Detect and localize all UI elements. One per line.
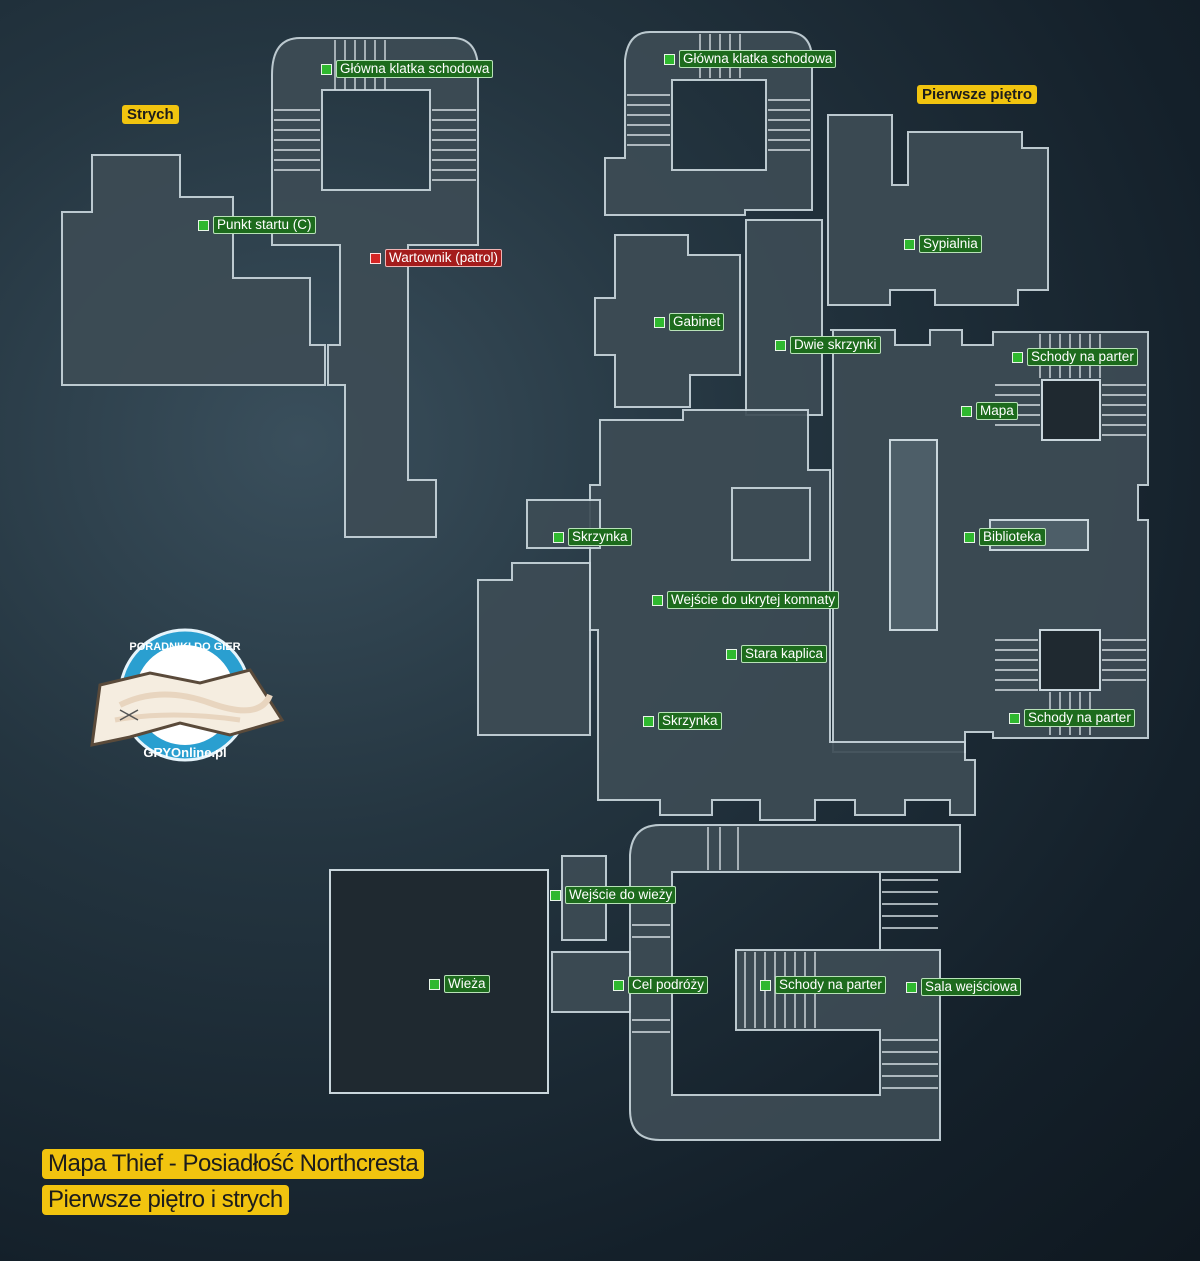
marker-dot	[652, 594, 663, 606]
marker-label: Główna klatka schodowa	[336, 60, 494, 78]
marker-start-point[interactable]: Punkt startu (C)	[198, 216, 316, 234]
east-stairs	[995, 334, 1146, 735]
marker-dot	[429, 978, 440, 990]
marker-destination[interactable]: Cel podróży	[613, 976, 709, 994]
chapel-inner	[731, 487, 811, 561]
marker-bedroom[interactable]: Sypialnia	[904, 235, 982, 253]
marker-hidden-room-entrance[interactable]: Wejście do ukrytej komnaty	[652, 591, 840, 609]
marker-label: Stara kaplica	[741, 645, 828, 663]
marker-entrance-hall[interactable]: Sala wejściowa	[906, 978, 1022, 996]
library-shelf	[889, 439, 938, 631]
marker-label: Gabinet	[669, 313, 725, 331]
marker-label: Sypialnia	[919, 235, 982, 253]
tower-passage	[551, 951, 631, 1013]
floor-label-attic: Strych	[122, 105, 179, 124]
marker-label: Sala wejściowa	[921, 978, 1022, 996]
marker-label: Schody na parter	[1027, 348, 1138, 366]
marker-dot	[906, 981, 917, 993]
marker-dot	[321, 63, 332, 75]
marker-dot	[760, 979, 771, 991]
marker-dot	[1009, 712, 1020, 724]
marker-label: Skrzynka	[658, 712, 722, 730]
marker-dot	[961, 405, 972, 417]
study	[594, 234, 741, 408]
logo-top-text: PORADNIKI DO GIER	[129, 641, 240, 653]
marker-dot	[643, 715, 654, 727]
bedroom	[827, 114, 1049, 306]
west-annex	[477, 562, 591, 736]
marker-dot	[726, 648, 737, 660]
marker-label: Dwie skrzynki	[790, 336, 881, 354]
marker-old-chapel[interactable]: Stara kaplica	[726, 645, 828, 663]
first-stair-loop	[604, 31, 813, 216]
marker-study[interactable]: Gabinet	[654, 313, 725, 331]
entrance-stairs	[632, 827, 938, 1089]
marker-map[interactable]: Mapa	[961, 402, 1018, 420]
central-corridor	[745, 219, 823, 416]
marker-label: Wejście do ukrytej komnaty	[667, 591, 840, 609]
marker-two-chests[interactable]: Dwie skrzynki	[775, 336, 881, 354]
marker-main-staircase-attic[interactable]: Główna klatka schodowa	[321, 60, 494, 78]
marker-chest-1[interactable]: Skrzynka	[553, 528, 632, 546]
marker-stairs-ground-1[interactable]: Schody na parter	[1012, 348, 1138, 366]
marker-dot	[1012, 351, 1023, 363]
marker-dot	[664, 53, 675, 65]
marker-label: Mapa	[976, 402, 1018, 420]
marker-dot	[550, 889, 561, 901]
marker-tower-entrance[interactable]: Wejście do wieży	[550, 886, 677, 904]
marker-chest-2[interactable]: Skrzynka	[643, 712, 722, 730]
marker-dot	[613, 979, 624, 991]
marker-main-staircase-first[interactable]: Główna klatka schodowa	[664, 50, 837, 68]
marker-label: Wieża	[444, 975, 490, 993]
marker-label: Główna klatka schodowa	[679, 50, 837, 68]
marker-dot	[198, 219, 209, 231]
marker-dot	[964, 531, 975, 543]
caption-title: Mapa Thief - Posiadłość Northcresta	[42, 1149, 425, 1179]
marker-label: Schody na parter	[1024, 709, 1135, 727]
marker-dot	[654, 316, 665, 328]
marker-label: Cel podróży	[628, 976, 709, 994]
attic-west-room	[61, 154, 326, 386]
marker-label: Biblioteka	[979, 528, 1046, 546]
logo-bottom-text: GRYOnline.pl	[143, 745, 226, 760]
marker-guard-patrol[interactable]: Wartownik (patrol)	[370, 249, 503, 267]
marker-stairs-ground-2[interactable]: Schody na parter	[1009, 709, 1135, 727]
marker-label: Wejście do wieży	[565, 886, 677, 904]
east-stair-well-top	[1041, 379, 1101, 441]
gryonline-logo: PORADNIKI DO GIER GRYOnline.pl	[90, 628, 285, 762]
attic-stair-loop	[271, 37, 479, 538]
marker-label: Wartownik (patrol)	[385, 249, 503, 267]
marker-dot	[553, 531, 564, 543]
floor-label-first: Pierwsze piętro	[917, 85, 1038, 104]
marker-label: Schody na parter	[775, 976, 886, 994]
marker-label: Punkt startu (C)	[213, 216, 316, 234]
marker-label: Skrzynka	[568, 528, 632, 546]
caption-subtitle: Pierwsze piętro i strych	[42, 1185, 289, 1215]
marker-library[interactable]: Biblioteka	[964, 528, 1046, 546]
marker-dot	[775, 339, 786, 351]
marker-dot	[370, 252, 381, 264]
marker-dot	[904, 238, 915, 250]
marker-tower[interactable]: Wieża	[429, 975, 490, 993]
marker-stairs-ground-3[interactable]: Schody na parter	[760, 976, 886, 994]
east-stair-well-bottom	[1039, 629, 1101, 691]
